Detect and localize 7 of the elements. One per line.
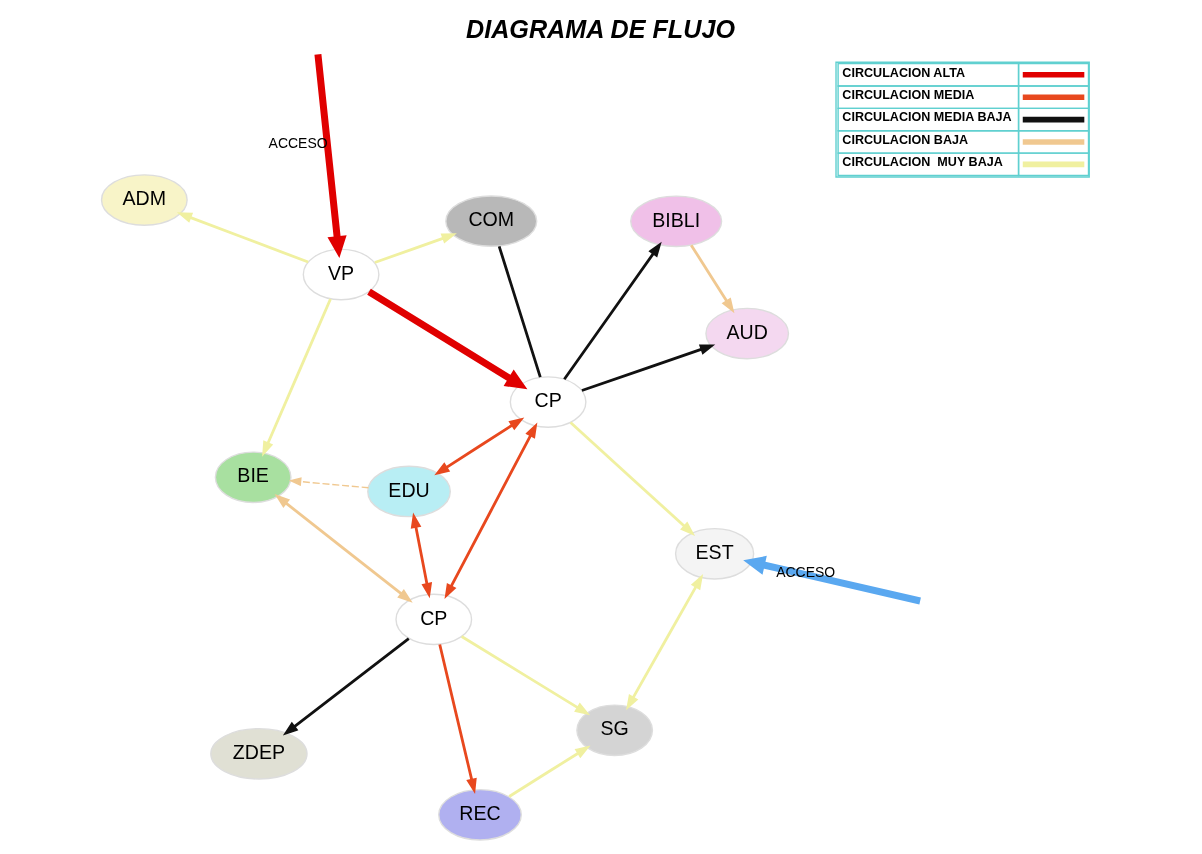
legend-label: CIRCULACION MEDIA	[842, 87, 975, 102]
edge-label: ACCESO	[776, 564, 836, 581]
legend-label: CIRCULACION MUY BAJA	[842, 155, 1003, 170]
legend-label: CIRCULACION ALTA	[842, 65, 966, 80]
legend-label: CIRCULACION MEDIA BAJA	[842, 110, 1012, 125]
legend-label: CIRCULACION BAJA	[842, 132, 969, 147]
diagram-title: DIAGRAMA DE FLUJO	[466, 15, 735, 44]
